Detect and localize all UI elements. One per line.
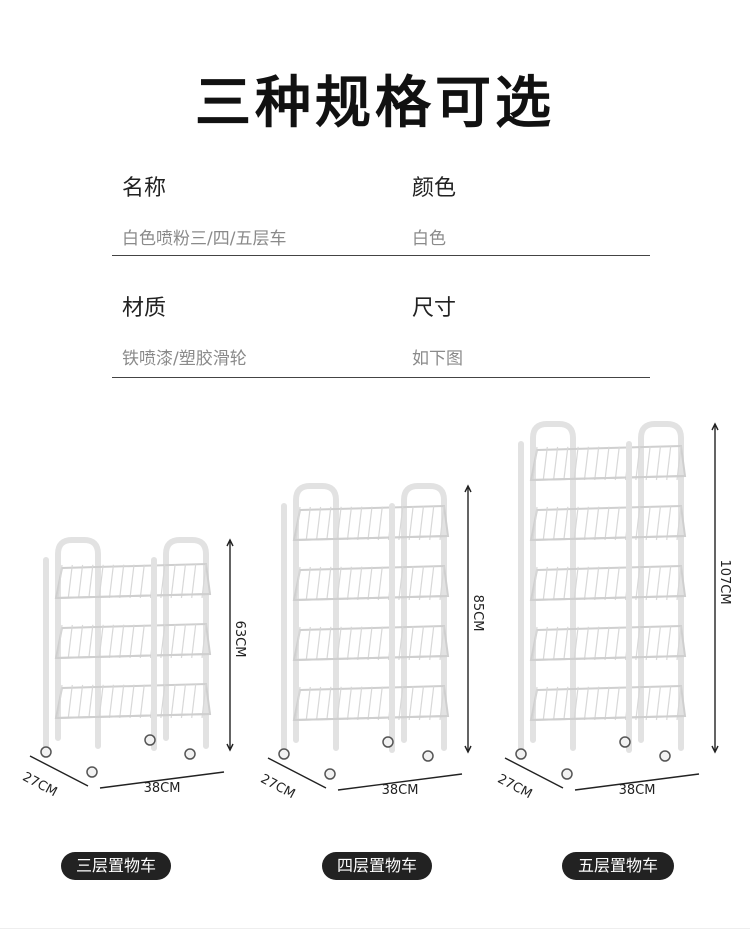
wheel-icon xyxy=(40,746,52,758)
basket-tier xyxy=(529,564,687,602)
cart-4-tier-illustration: 85CM 38CM 27CM xyxy=(258,483,485,803)
spec-row-2: 材质 铁喷漆/塑胶滑轮 尺寸 如下图 xyxy=(112,290,650,378)
basket-tier xyxy=(54,682,212,720)
spec-material-value: 铁喷漆/塑胶滑轮 xyxy=(122,349,247,369)
width-dimension-line xyxy=(574,773,700,791)
spec-material-label: 材质 xyxy=(122,296,167,321)
frame-post xyxy=(163,537,209,749)
spec-row-1: 名称 白色喷粉三/四/五层车 颜色 白色 xyxy=(112,170,650,256)
depth-dimension-line xyxy=(267,757,327,789)
spec-size-value: 如下图 xyxy=(412,349,463,369)
height-label: 63CM xyxy=(232,621,247,658)
wheel-icon xyxy=(144,734,156,746)
frame-post xyxy=(638,421,684,751)
basket-tier xyxy=(54,622,212,660)
product-5-tier: 107CM 38CM 27CM xyxy=(495,414,745,818)
wheel-icon xyxy=(86,766,98,778)
depth-label: 27CM xyxy=(258,772,298,803)
height-label: 85CM xyxy=(470,595,485,632)
spec-size: 尺寸 如下图 xyxy=(412,290,463,369)
depth-dimension-line xyxy=(504,757,564,789)
basket-tier xyxy=(292,684,450,722)
spec-color-value: 白色 xyxy=(412,229,446,249)
width-dimension-line xyxy=(99,771,225,789)
basket-tier xyxy=(292,564,450,602)
badge-4-tier: 四层置物车 xyxy=(322,852,432,880)
spec-name-label: 名称 xyxy=(122,176,167,201)
height-arrows xyxy=(711,422,719,754)
cart-3-tier-illustration: 63CM 38CM 27CM xyxy=(20,537,247,801)
spec-size-label: 尺寸 xyxy=(412,296,457,321)
wheel-icon xyxy=(278,748,290,760)
width-label: 38CM xyxy=(619,783,656,798)
frame-post xyxy=(55,537,101,749)
frame-post xyxy=(293,483,339,751)
spec-color-label: 颜色 xyxy=(412,176,457,201)
height-arrows xyxy=(464,484,472,754)
basket-tier xyxy=(292,624,450,662)
basket-tier xyxy=(292,504,450,542)
wheel-icon xyxy=(515,748,527,760)
height-arrows xyxy=(226,538,234,752)
spec-color: 颜色 白色 xyxy=(412,170,456,249)
width-label: 38CM xyxy=(382,783,419,798)
cart-5-tier-illustration: 107CM 38CM 27CM xyxy=(495,421,732,803)
wheel-icon xyxy=(659,750,671,762)
depth-label: 27CM xyxy=(495,772,535,803)
basket-tier xyxy=(529,624,687,662)
badge-3-tier: 三层置物车 xyxy=(61,852,171,880)
page-title: 三种规格可选 xyxy=(195,71,555,136)
width-dimension-line xyxy=(337,773,463,791)
spec-name: 名称 白色喷粉三/四/五层车 xyxy=(122,170,286,249)
depth-dimension-line xyxy=(29,755,89,787)
wheel-icon xyxy=(184,748,196,760)
wheel-icon xyxy=(619,736,631,748)
product-4-tier: 85CM 38CM 27CM xyxy=(258,476,498,820)
basket-tier xyxy=(54,562,212,600)
spec-name-value: 白色喷粉三/四/五层车 xyxy=(122,229,287,249)
height-label: 107CM xyxy=(717,559,732,604)
basket-tier xyxy=(529,444,687,482)
frame-post xyxy=(530,421,576,751)
frame-post xyxy=(401,483,447,751)
width-label: 38CM xyxy=(144,781,181,796)
product-3-tier: 63CM 38CM 27CM xyxy=(20,530,260,814)
bottom-divider xyxy=(0,928,750,929)
wheel-icon xyxy=(561,768,573,780)
basket-tier xyxy=(529,684,687,722)
wheel-icon xyxy=(324,768,336,780)
badge-5-tier: 五层置物车 xyxy=(562,852,674,880)
spec-material: 材质 铁喷漆/塑胶滑轮 xyxy=(122,290,247,369)
wheel-icon xyxy=(382,736,394,748)
depth-label: 27CM xyxy=(20,770,60,801)
wheel-icon xyxy=(422,750,434,762)
basket-tier xyxy=(529,504,687,542)
